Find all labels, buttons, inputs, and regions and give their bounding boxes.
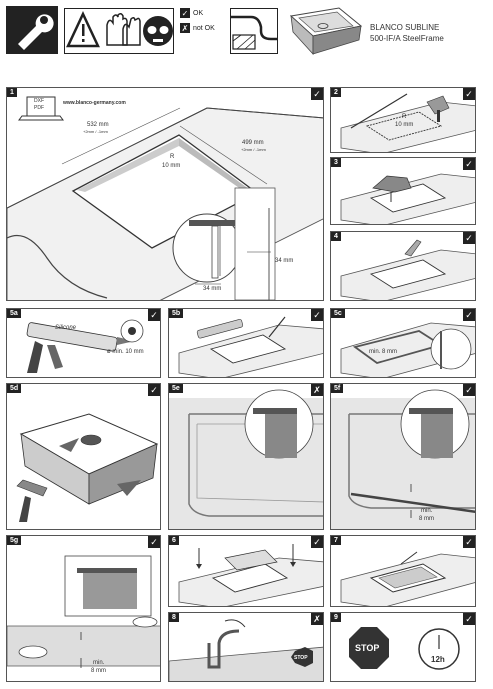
step-5e-panel: 5e ✗	[168, 383, 324, 530]
depth-dimension: 499 mm	[242, 140, 264, 146]
check-icon: ✓	[311, 309, 323, 321]
cross-icon: ✗	[311, 384, 323, 396]
step-5f-panel: 5f ✓ min. 8 mm	[330, 383, 476, 530]
check-icon: ✓	[463, 232, 475, 244]
step-2-panel: 2 ✓ R 10 mm	[330, 87, 476, 153]
check-icon: ✓	[148, 536, 160, 548]
step-1-panel: 1 ✓ DXF PDF www.blanco-germany.com 532 m…	[6, 87, 324, 301]
step-number: 1	[7, 88, 17, 97]
check-icon: ✓	[463, 158, 475, 170]
check-icon: ✓	[148, 309, 160, 321]
edge-width-bottom: 34 mm	[203, 286, 222, 292]
legend: ✓ OK ✗ not OK	[180, 8, 226, 38]
cure-time: 12h	[431, 655, 445, 664]
stop-sign-text: STOP	[355, 643, 380, 653]
edge-width-right: 34 mm	[275, 258, 294, 264]
goggles-icon	[143, 16, 173, 46]
check-icon: ✓	[311, 88, 323, 100]
legend-ok: ✓ OK	[180, 8, 204, 18]
corner-radius: R	[170, 154, 175, 160]
stop-icon	[349, 627, 389, 669]
width-dimension: 532 mm	[87, 122, 109, 128]
check-icon: ✓	[463, 384, 475, 396]
gloves-icon	[106, 12, 141, 46]
website-url: www.blanco-germany.com	[63, 100, 126, 106]
cross-icon: ✗	[311, 613, 323, 625]
product-title: BLANCO SUBLINE 500-IF/A SteelFrame	[370, 23, 444, 43]
sink-product-icon	[283, 4, 365, 59]
countertop-section-icon	[230, 8, 278, 54]
step-9-panel: 9 ✓ STOP 12h	[330, 612, 476, 682]
safety-equipment	[64, 8, 174, 54]
step-5a-panel: 5a ✓ Silicone ø min. 10 mm	[6, 308, 161, 378]
step-3-panel: 3 ✓	[330, 157, 476, 225]
bead-gap: min. 8 mm	[369, 349, 398, 355]
step-7-panel: 7 ✓	[330, 535, 476, 607]
check-icon: ✓	[463, 309, 475, 321]
step-5b-panel: 5b ✓	[168, 308, 324, 378]
check-icon: ✓	[311, 536, 323, 548]
silicone-label: Silicone	[55, 325, 77, 331]
stop-sign: STOP	[294, 655, 308, 661]
cross-icon: ✗	[180, 23, 190, 33]
check-icon: ✓	[463, 613, 475, 625]
step-4-panel: 4 ✓	[330, 231, 476, 301]
check-icon: ✓	[463, 536, 475, 548]
warning-icon	[66, 11, 100, 48]
step-6-panel: 6 ✓	[168, 535, 324, 607]
clock-icon	[418, 628, 460, 670]
step-5g-panel: 5g ✓ min. 8 mm	[6, 535, 161, 682]
step-8-panel: 8 ✗ STOP	[168, 612, 324, 682]
wrench-icon	[6, 6, 58, 54]
check-icon: ✓	[463, 88, 475, 100]
step-5d-panel: 5d ✓	[6, 383, 161, 530]
bead-size: ø min. 10 mm	[107, 349, 144, 355]
check-icon: ✓	[180, 8, 190, 18]
check-icon: ✓	[148, 384, 160, 396]
step-5c-panel: 5c ✓ min. 8 mm	[330, 308, 476, 378]
legend-not-ok: ✗ not OK	[180, 23, 215, 33]
